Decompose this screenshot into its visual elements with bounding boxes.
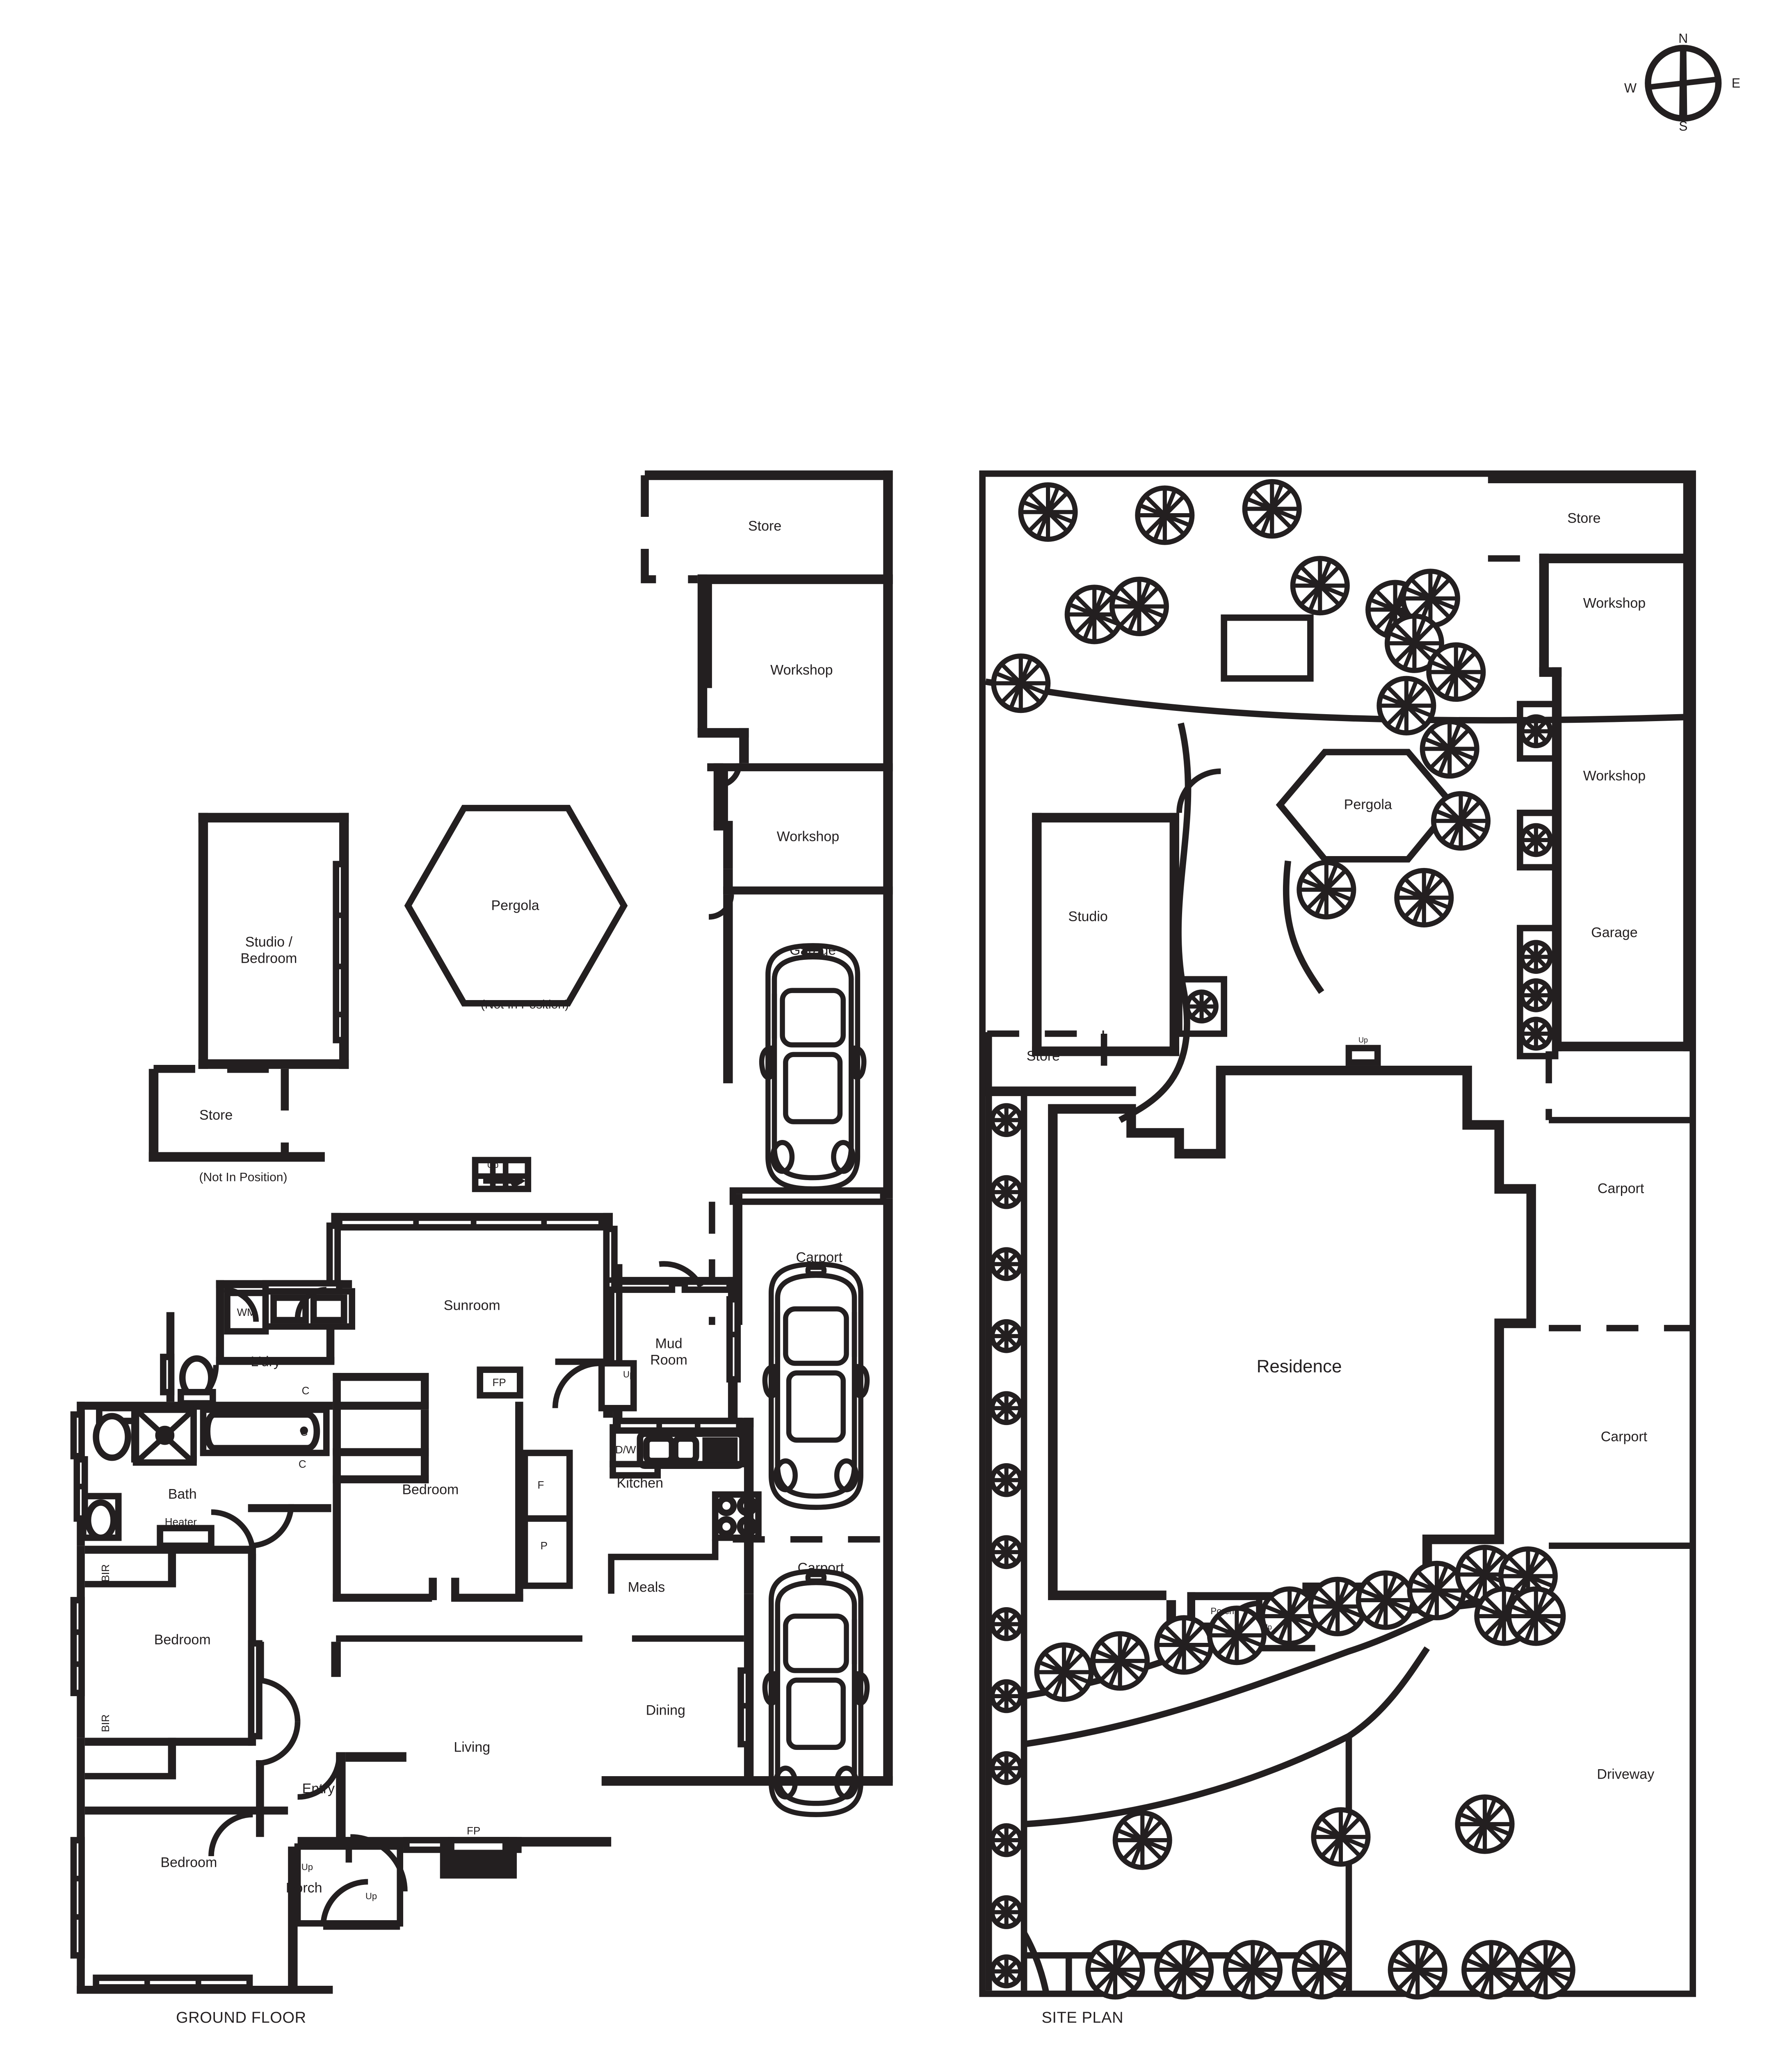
sp-front-garden: [1023, 1547, 1573, 1997]
compass-rose: [1645, 45, 1722, 122]
sp-rear-trees: [993, 482, 1488, 925]
gf-entry-porch: [288, 1366, 612, 1994]
sp-left-hedge: [985, 1088, 1027, 1991]
gf-fridge-pantry: [521, 1450, 573, 1589]
ground-floor-plan: [70, 470, 893, 1994]
sp-pergola: [1276, 749, 1457, 863]
gf-bedroom-centre: [333, 1402, 523, 1602]
gf-cupboards: [333, 1373, 429, 1484]
gf-laundry: [216, 1280, 355, 1365]
gf-mud-room: [552, 1261, 741, 1424]
gf-store-left: [148, 1065, 325, 1162]
sp-store-left: [982, 1030, 1136, 1096]
sp-residence-footprint: [1048, 1065, 1536, 1632]
sp-carports: [1545, 1051, 1693, 1549]
gf-store-top: [641, 470, 893, 584]
gf-pergola: [404, 805, 628, 1007]
gf-studio-bedroom: [198, 813, 349, 1069]
site-plan-drawing: [979, 470, 1696, 1997]
sp-store-top: [1488, 473, 1693, 564]
gf-kitchen: [608, 1418, 762, 1594]
sp-workshops-garage: [1517, 553, 1693, 1060]
gf-front-bedrooms: [70, 1509, 288, 1994]
gf-workshop-garage: [697, 574, 893, 1205]
gf-meals-dining: [336, 1594, 754, 1783]
sp-rear-step: [1345, 1045, 1381, 1066]
sp-studio: [1032, 768, 1227, 1056]
